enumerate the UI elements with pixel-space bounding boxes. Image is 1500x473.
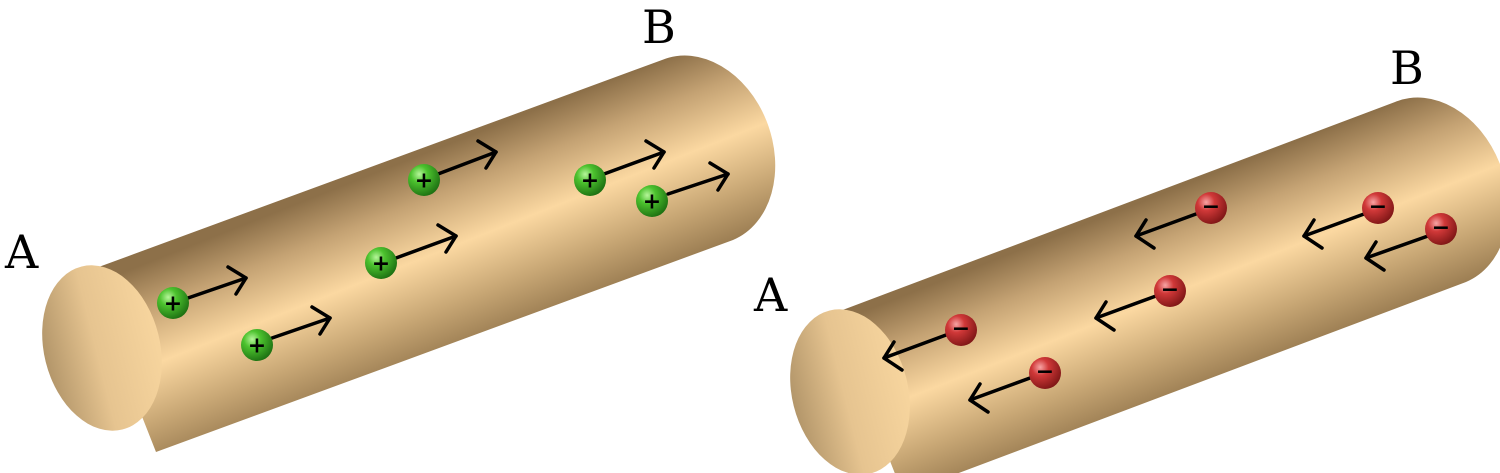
negative-wire: A B − − − − (753, 41, 1500, 473)
positive-charge: + (241, 329, 273, 361)
svg-text:+: + (643, 190, 661, 215)
svg-text:+: + (164, 292, 182, 317)
negative-charge: − (1154, 275, 1186, 307)
positive-charge: + (574, 164, 606, 196)
svg-text:+: + (248, 334, 266, 359)
positive-charge: + (408, 164, 440, 196)
arrow-icon (186, 265, 248, 300)
arrow-icon (1134, 212, 1198, 250)
arrow-icon (1302, 212, 1366, 250)
wire-body (85, 55, 776, 453)
wire-end-cap (42, 265, 162, 431)
negative-charge: − (1425, 213, 1457, 245)
svg-text:+: + (415, 169, 433, 194)
svg-text:−: − (1432, 216, 1450, 241)
svg-text:+: + (581, 169, 599, 194)
arrow-icon (968, 376, 1032, 414)
current-arrows (882, 212, 1430, 414)
arrow-icon (602, 139, 666, 176)
arrow-icon (882, 333, 948, 372)
positive-charge: + (157, 287, 189, 319)
end-label-a: A (4, 225, 39, 279)
arrow-icon (436, 139, 498, 176)
positive-charge: + (636, 185, 668, 217)
positive-charge: + (365, 247, 397, 279)
arrow-icon (666, 161, 730, 196)
svg-text:−: − (1369, 195, 1387, 220)
current-arrows (186, 139, 730, 340)
arrow-icon (270, 305, 332, 340)
wire-end-cap (790, 309, 910, 473)
positive-wire: A B + + + + (4, 0, 776, 453)
svg-text:−: − (1161, 278, 1179, 303)
end-label-b: B (1390, 41, 1424, 95)
arrow-icon (394, 223, 458, 260)
negative-charge: − (1195, 192, 1227, 224)
arrow-icon (1364, 234, 1430, 272)
negative-charge: − (945, 314, 977, 346)
end-label-a: A (753, 268, 788, 322)
end-label-b: B (642, 0, 676, 54)
negative-charge: − (1362, 192, 1394, 224)
svg-text:−: − (1202, 195, 1220, 220)
svg-text:+: + (372, 252, 390, 277)
negative-charge: − (1029, 357, 1061, 389)
positive-charges: + + + + + + (157, 164, 668, 361)
svg-text:−: − (952, 317, 970, 342)
svg-text:−: − (1036, 360, 1054, 385)
arrow-icon (1094, 294, 1158, 332)
negative-charges: − − − − − − (945, 192, 1457, 389)
